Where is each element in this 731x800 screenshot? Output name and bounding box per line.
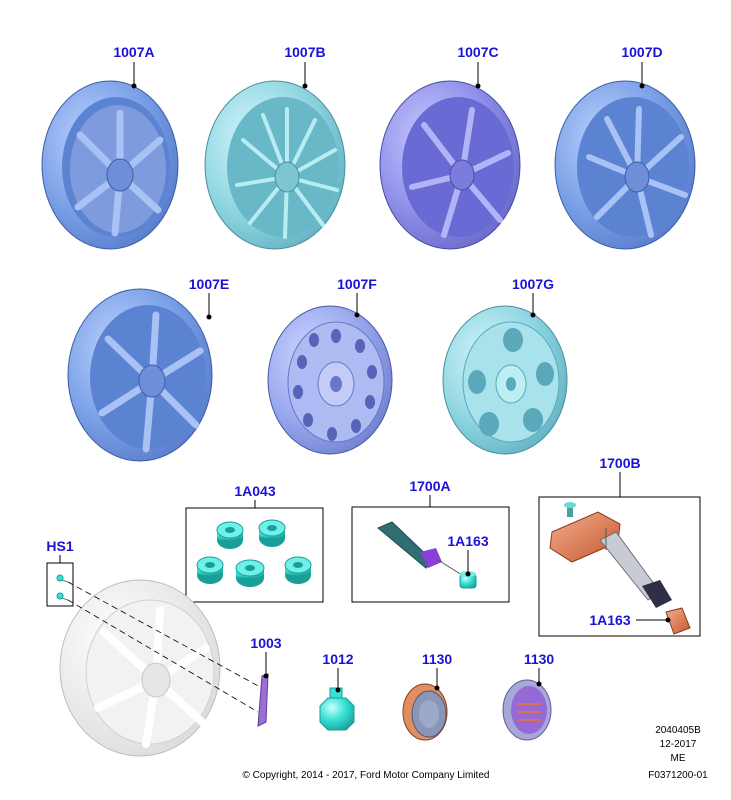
doc-number: 2040405B <box>655 725 701 736</box>
callout-1007f[interactable]: 1007F <box>337 276 377 292</box>
callout-1007b[interactable]: 1007B <box>284 44 325 60</box>
callout-1a043[interactable]: 1A043 <box>234 483 275 499</box>
callout-1700b[interactable]: 1700B <box>599 455 640 471</box>
callout-hs1[interactable]: HS1 <box>46 538 73 554</box>
callout-1700a[interactable]: 1700A <box>409 478 450 494</box>
center-cap-a <box>402 683 448 741</box>
wheel-1007d <box>554 80 696 250</box>
doc-region: ME <box>671 753 686 764</box>
center-cap-b <box>502 679 552 741</box>
valve-cap-b <box>665 607 691 635</box>
callout-1003[interactable]: 1003 <box>250 635 281 651</box>
callout-1007g[interactable]: 1007G <box>512 276 554 292</box>
lug-nut-set <box>196 519 312 587</box>
ghost-wheel <box>59 579 221 757</box>
leader-lines <box>59 62 671 693</box>
callout-1a163-b[interactable]: 1A163 <box>589 612 630 628</box>
box-lug-nuts <box>185 507 324 603</box>
callout-1007e[interactable]: 1007E <box>189 276 229 292</box>
wheel-1007e <box>67 288 213 462</box>
figure-id: F0371200-01 <box>648 770 708 781</box>
wheel-nut <box>319 687 355 731</box>
copyright: © Copyright, 2014 - 2017, Ford Motor Com… <box>243 770 490 781</box>
screws <box>56 574 69 601</box>
callout-1007a[interactable]: 1007A <box>113 44 154 60</box>
explosion-lines <box>67 581 263 713</box>
box-screws <box>46 562 74 607</box>
callout-1130-a[interactable]: 1130 <box>422 651 453 667</box>
tpms-sensor-assembly <box>549 502 672 608</box>
callout-1a163-a[interactable]: 1A163 <box>447 533 488 549</box>
rubber-valve-stem <box>377 521 463 576</box>
wheel-1007c <box>379 80 521 250</box>
wheel-1007a <box>41 80 179 250</box>
callout-1007c[interactable]: 1007C <box>457 44 498 60</box>
wheel-1007g <box>442 305 568 455</box>
callout-1007d[interactable]: 1007D <box>621 44 662 60</box>
callout-1130-b[interactable]: 1130 <box>524 651 555 667</box>
wheel-1007f <box>267 305 393 455</box>
wheel-1007b <box>204 80 346 250</box>
doc-date: 12-2017 <box>660 739 697 750</box>
callout-1012[interactable]: 1012 <box>322 651 353 667</box>
balance-weight <box>257 673 269 727</box>
